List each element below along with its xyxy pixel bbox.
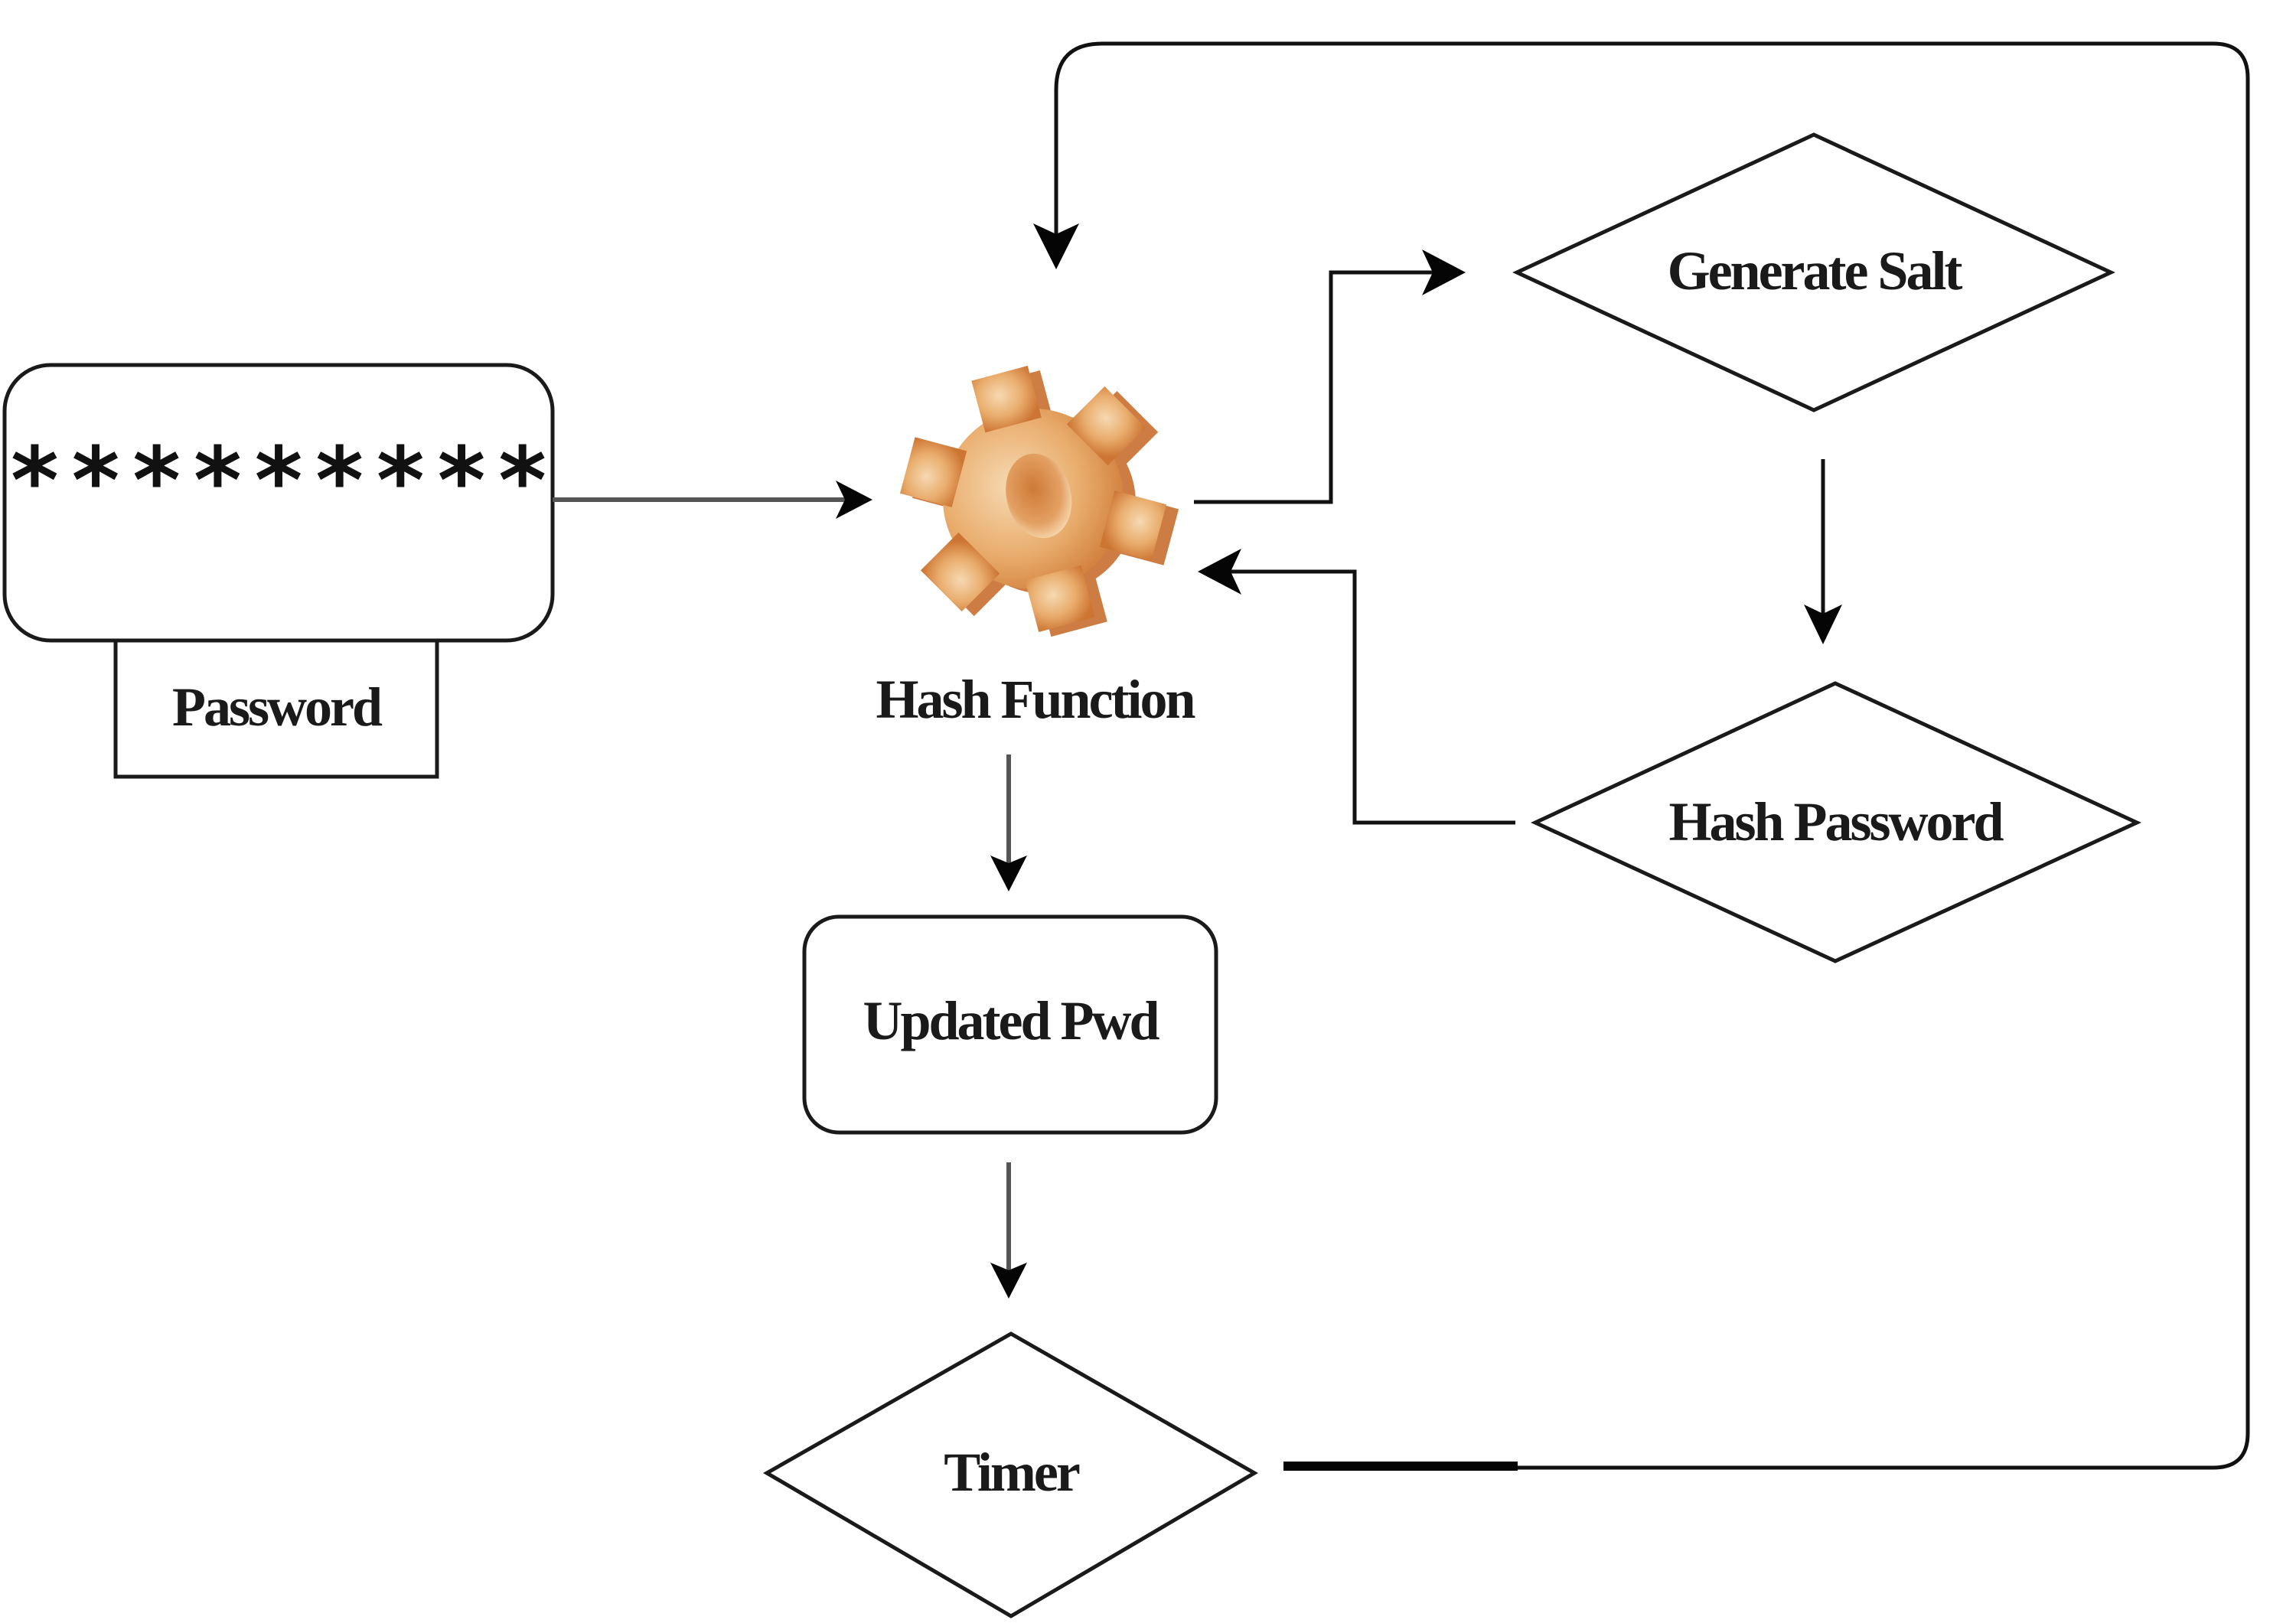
edge-hash-to-generate-salt [1194, 249, 1466, 504]
arrowhead-down-icon [1804, 605, 1842, 644]
hash-function-node[interactable]: Hash Function [876, 337, 1202, 730]
arrowhead-right-icon [836, 481, 872, 519]
edge-password-to-hash [553, 481, 872, 519]
arrowhead-down-icon [1033, 223, 1079, 269]
password-label-box: Password [113, 638, 439, 779]
hash-password-label: Hash Password [1668, 791, 2004, 852]
edge-updated-pwd-to-timer [990, 1162, 1027, 1299]
password-label-frame [113, 638, 439, 779]
timer-label: Timer [944, 1442, 1080, 1503]
arrowhead-down-icon [990, 855, 1027, 891]
arrowhead-left-icon [1198, 549, 1241, 595]
password-field[interactable]: ********* [2, 363, 555, 643]
hash-password-node[interactable]: Hash Password [1531, 681, 2141, 963]
password-masked-value: ********* [11, 429, 546, 535]
updated-pwd-node[interactable]: Updated Pwd [802, 914, 1218, 1135]
updated-pwd-label: Updated Pwd [863, 990, 1159, 1051]
timer-node[interactable]: Timer [763, 1331, 1258, 1618]
arrowhead-right-icon [1422, 249, 1466, 295]
edge-generate-salt-to-hash-password [1804, 459, 1842, 644]
generate-salt-node[interactable]: Generate Salt [1512, 132, 2115, 412]
gear-icon [899, 365, 1179, 637]
edge-hash-to-updated-pwd [990, 754, 1027, 891]
edge-hash-password-to-hash [1198, 549, 1515, 825]
edge-timer-to-hash [1033, 41, 2250, 1471]
arrowhead-down-icon [990, 1263, 1027, 1299]
generate-salt-label: Generate Salt [1668, 240, 1963, 301]
password-label: Password [172, 676, 383, 738]
hash-function-label: Hash Function [876, 669, 1195, 730]
